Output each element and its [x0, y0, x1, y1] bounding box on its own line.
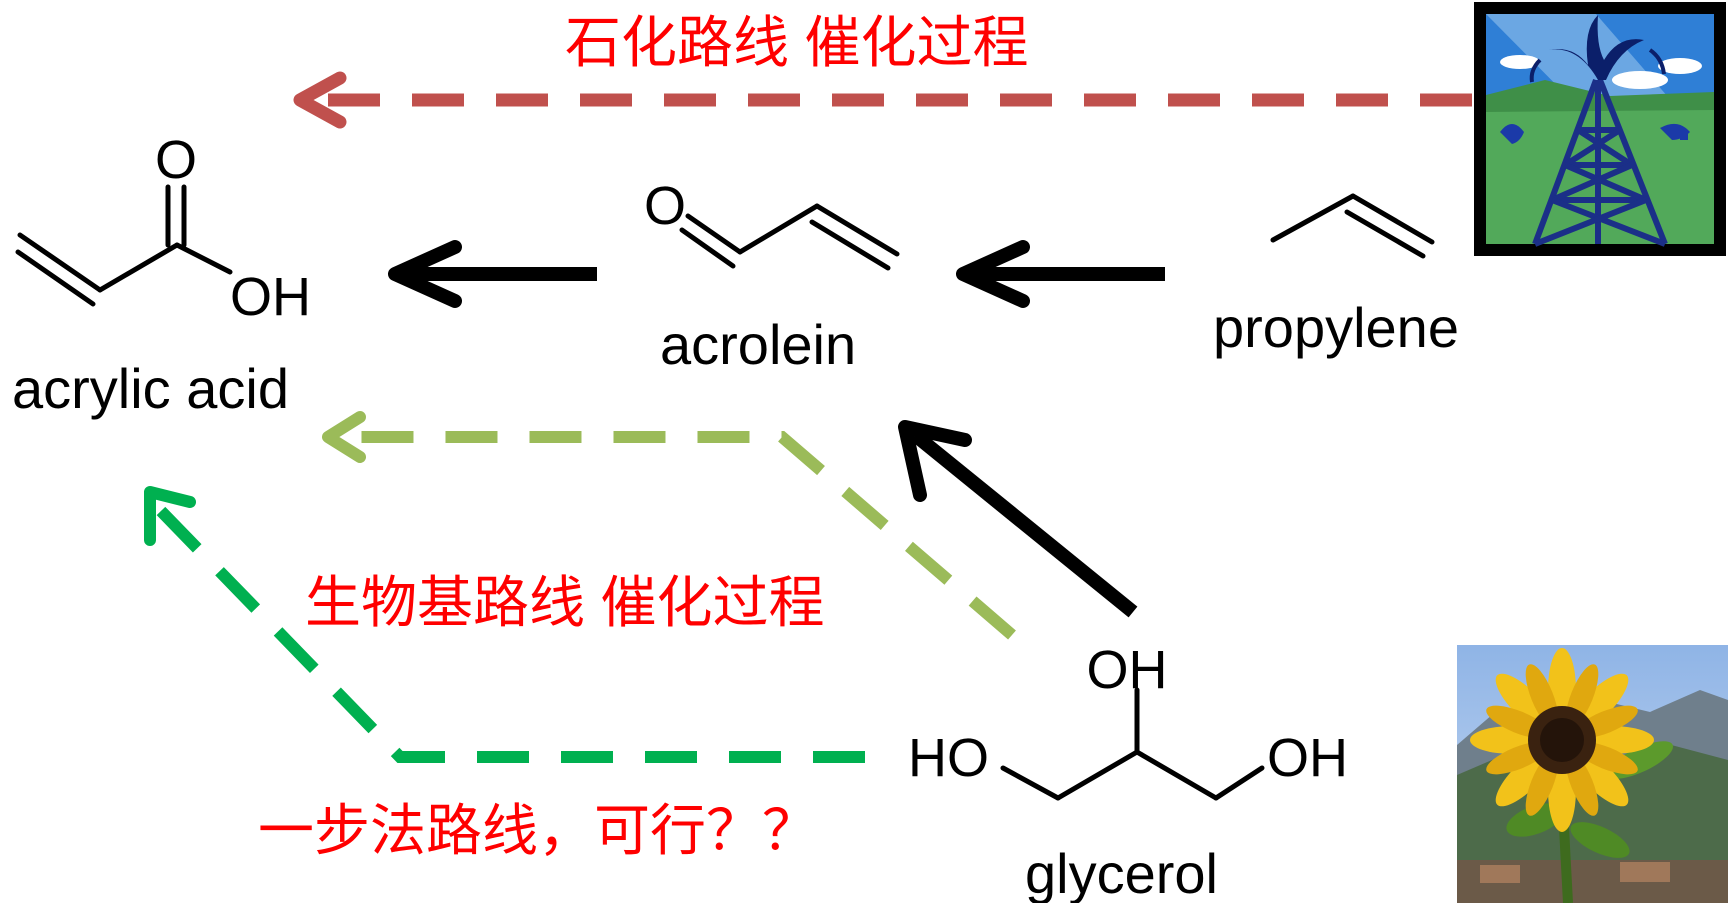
petrochemical-route-label: 石化路线 催化过程	[565, 11, 1029, 74]
biobased-route-label: 生物基路线 催化过程	[305, 571, 825, 634]
oil-derrick-icon	[1474, 2, 1726, 256]
acrolein-name: acrolein	[660, 313, 856, 376]
one-step-route-label: 一步法路线，可行？？	[258, 799, 818, 862]
sunflower-photo	[1457, 645, 1728, 903]
propylene-structure: propylene	[1213, 193, 1459, 359]
propylene-name: propylene	[1213, 296, 1459, 359]
glycerol-hydroxyl-top: OH	[1087, 640, 1168, 700]
arrow-propylene-to-acrolein	[956, 240, 1165, 308]
glycerol-hydroxyl-right: OH	[1267, 728, 1348, 788]
acrylic-acid-hydroxyl: OH	[230, 267, 311, 327]
acrylic-acid-structure: O OH acrylic acid	[12, 130, 311, 420]
arrow-acrolein-to-acrylic-acid	[388, 240, 597, 308]
arrow-glycerol-to-acrolein	[898, 420, 1138, 618]
one-step-route-arrow	[144, 486, 865, 763]
acrylic-acid-carbonyl-oxygen: O	[155, 130, 197, 190]
glycerol-name: glycerol	[1025, 842, 1218, 903]
acrolein-carbonyl-oxygen: O	[644, 176, 686, 236]
biobased-route-arrow	[322, 411, 1016, 640]
glycerol-structure: OH HO OH glycerol	[908, 640, 1348, 903]
acrylic-acid-name: acrylic acid	[12, 357, 289, 420]
petrochemical-route-arrow	[293, 71, 1472, 129]
glycerol-hydroxyl-left: HO	[908, 728, 989, 788]
acrolein-structure: O acrolein	[644, 176, 900, 376]
